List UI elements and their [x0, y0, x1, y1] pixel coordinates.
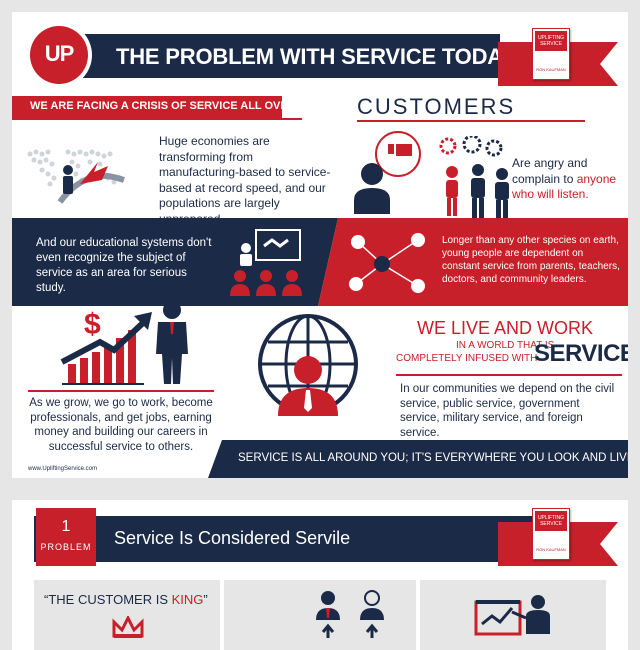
- customers-text-plain: Are angry and complain to: [512, 156, 588, 186]
- dollar-sign: $: [84, 308, 101, 341]
- live-divider: [396, 374, 622, 376]
- divider: [12, 118, 302, 120]
- crisis-banner: WE ARE FACING A CRISIS OF SERVICE ALL OV…: [12, 96, 368, 118]
- businessman-icon: [156, 301, 188, 384]
- problem-label: PROBLEM: [40, 542, 92, 552]
- quote-highlight: KING: [171, 592, 204, 607]
- hierarchy-icon: [316, 590, 384, 638]
- quote-end: ”: [203, 592, 208, 607]
- logo-text: UP: [44, 41, 75, 66]
- book-author: RON KAUFMAN: [536, 547, 566, 552]
- live-text: In our communities we depend on the civi…: [400, 383, 615, 439]
- customers-text-highlight: anyone who will listen.: [512, 171, 617, 202]
- infographic-card: THE PROBLEM WITH SERVICE TODAY UP UPLIFT…: [12, 12, 628, 478]
- crisis-text: Huge economies are transforming from man…: [159, 134, 331, 226]
- book-icon: UPLIFTING SERVICE RON KAUFMAN: [532, 508, 570, 560]
- people-group-icon: [446, 164, 509, 218]
- live-sub1: IN A WORLD THAT IS: [456, 340, 555, 351]
- grow-divider: [28, 390, 214, 392]
- gears-icon: [439, 136, 503, 157]
- problem-title: Service Is Considered Servile: [114, 528, 351, 548]
- problem-title-bar: Service Is Considered Servile: [34, 516, 544, 562]
- footer-banner: [208, 440, 628, 478]
- education-text: And our educational systems don't even r…: [36, 237, 212, 294]
- angry-person-icon: [354, 131, 421, 214]
- page-title: THE PROBLEM WITH SERVICE TODAY: [116, 44, 516, 69]
- book-title: UPLIFTING SERVICE: [537, 35, 565, 47]
- book-author: RON KAUFMAN: [536, 67, 566, 72]
- quote-plain: “THE CUSTOMER IS: [44, 592, 172, 607]
- panel-customer-king: “THE CUSTOMER IS KING”: [34, 580, 220, 650]
- problem-card: Service Is Considered Servile 1 PROBLEM …: [12, 500, 628, 650]
- customers-divider: [357, 120, 585, 122]
- presentation-icon: [230, 229, 302, 296]
- footer-url[interactable]: www.UpliftingService.com: [28, 466, 98, 472]
- live-sub2: COMPLETELY INFUSED WITH: [396, 353, 538, 364]
- live-headline: WE LIVE AND WORK: [417, 318, 594, 338]
- panel-speaker: [420, 580, 606, 650]
- globe-person-icon: [258, 314, 358, 416]
- header-bar: THE PROBLEM WITH SERVICE TODAY: [80, 34, 516, 78]
- crown-icon: [112, 616, 144, 638]
- problem-number-badge: 1 PROBLEM: [36, 508, 96, 566]
- crisis-banner-text: WE ARE FACING A CRISIS OF SERVICE ALL OV…: [30, 100, 369, 112]
- young-text: Longer than any other species on earth, …: [442, 235, 620, 285]
- speaker-icon: [474, 595, 550, 636]
- grow-text: As we grow, we go to work, become profes…: [29, 397, 213, 453]
- panel-hierarchy: [224, 580, 416, 650]
- quote-text: “THE CUSTOMER IS KING”: [44, 592, 208, 607]
- problem-number: 1: [61, 518, 71, 535]
- customers-heading: CUSTOMERS: [357, 94, 516, 119]
- world-map-icon: [27, 149, 125, 204]
- book-icon: UPLIFTING SERVICE RON KAUFMAN: [532, 28, 570, 80]
- logo-icon: UP: [26, 22, 92, 88]
- network-icon: [349, 233, 425, 293]
- book-title: UPLIFTING SERVICE: [537, 515, 565, 527]
- growth-chart-icon: $: [60, 308, 152, 385]
- footer-tagline: SERVICE IS ALL AROUND YOU; IT'S EVERYWHE…: [238, 452, 628, 464]
- live-service-word: SERVICE: [534, 340, 628, 367]
- customers-text: Are angry and complain to anyone who wil…: [512, 156, 622, 203]
